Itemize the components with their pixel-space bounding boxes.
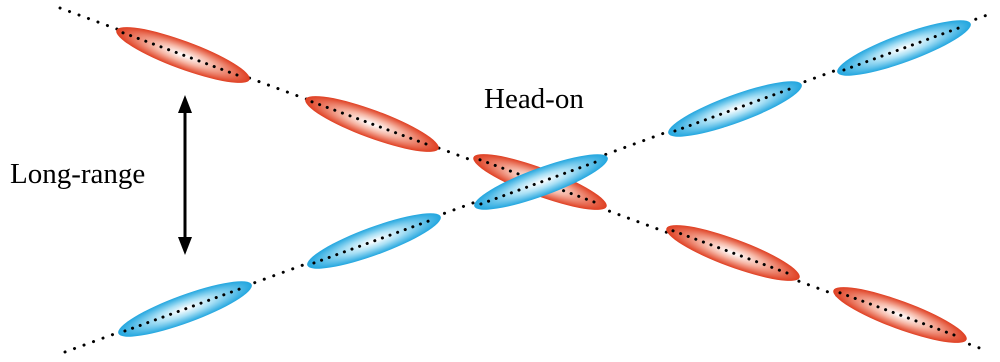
red-bunch bbox=[833, 287, 967, 343]
blue-bunch bbox=[837, 20, 971, 76]
double-headed-arrow-icon bbox=[178, 95, 192, 255]
blue-bunch bbox=[668, 81, 802, 137]
red-bunch bbox=[666, 225, 800, 281]
red-bunch bbox=[116, 27, 250, 83]
red-bunch bbox=[305, 96, 439, 152]
long-range-label: Long-range bbox=[10, 158, 145, 190]
blue-bunch bbox=[474, 154, 608, 210]
blue-bunch bbox=[118, 281, 252, 337]
blue-bunch bbox=[307, 213, 441, 269]
red-beam-bunches bbox=[116, 27, 967, 343]
blue-beam-bunches bbox=[118, 20, 971, 337]
head-on-label: Head-on bbox=[484, 83, 584, 115]
